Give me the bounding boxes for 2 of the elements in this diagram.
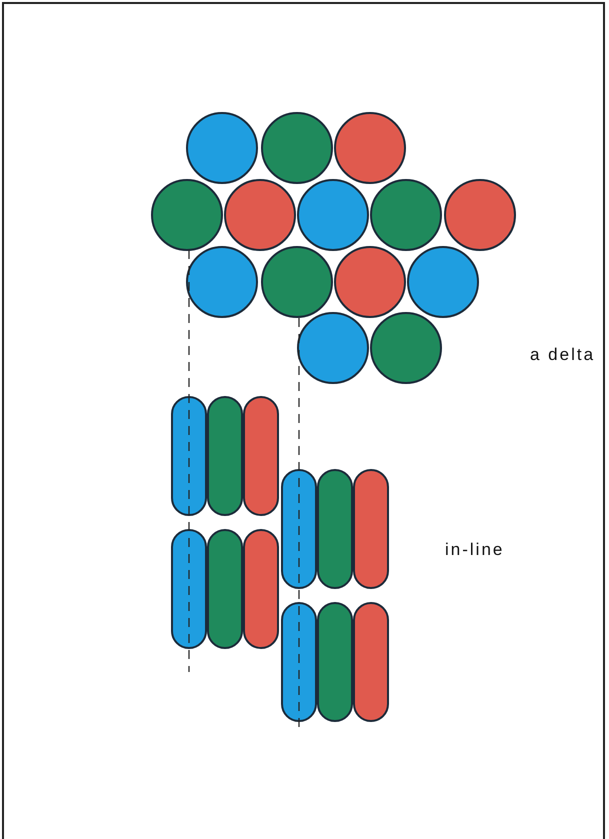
caption-label: a delta bbox=[530, 345, 596, 365]
caption-label: in-line bbox=[445, 540, 504, 560]
